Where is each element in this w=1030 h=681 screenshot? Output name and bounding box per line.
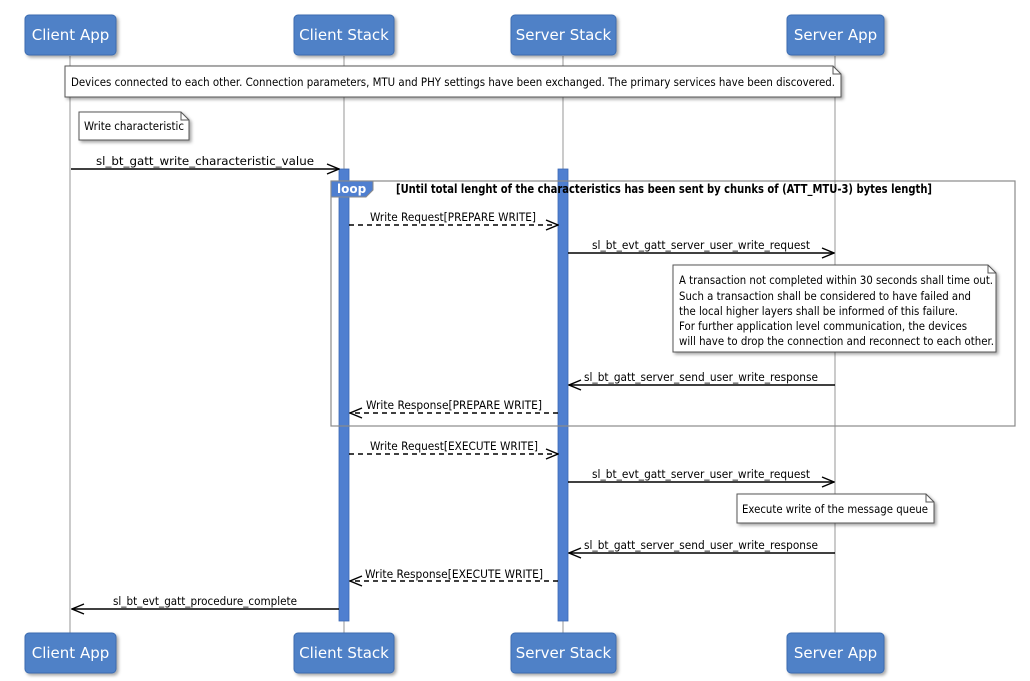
loop-condition: [Until total lenght of the characteristi…: [396, 182, 932, 197]
message-write-response-prepare: Write Response[PREPARE WRITE]: [350, 398, 558, 413]
participant-server-app-top: Server App: [786, 14, 885, 56]
message-user-write-request-2: sl_bt_evt_gatt_server_user_write_request: [568, 467, 834, 482]
message-label: Write Request[EXECUTE WRITE]: [370, 439, 538, 453]
loop-keyword: loop: [337, 182, 367, 196]
note-write-characteristic-text: Write characteristic: [84, 119, 184, 133]
note-execute-queue-text: Execute write of the message queue: [742, 502, 928, 516]
participant-client-stack-bottom: Client Stack: [293, 632, 395, 674]
message-label: sl_bt_gatt_server_send_user_write_respon…: [584, 538, 818, 552]
note-connected: Devices connected to each other. Connect…: [64, 65, 842, 98]
participant-label: Client App: [32, 644, 110, 662]
note-timeout-line: the local higher layers shall be informe…: [679, 304, 958, 318]
message-label: sl_bt_gatt_write_characteristic_value: [96, 154, 314, 168]
message-write-characteristic-value: sl_bt_gatt_write_characteristic_value: [71, 154, 339, 169]
participant-label: Server App: [794, 26, 877, 44]
note-timeout-line: Such a transaction shall be considered t…: [679, 289, 971, 303]
note-timeout-line: A transaction not completed within 30 se…: [679, 273, 993, 287]
message-label: Write Response[EXECUTE WRITE]: [365, 567, 543, 581]
message-label: sl_bt_evt_gatt_server_user_write_request: [592, 467, 810, 481]
note-timeout-line: For further application level communicat…: [679, 319, 967, 333]
participant-label: Client Stack: [299, 26, 389, 44]
message-send-user-write-response-2: sl_bt_gatt_server_send_user_write_respon…: [569, 538, 835, 553]
note-timeout-line: will have to drop the connection and rec…: [679, 334, 994, 348]
participant-server-stack-top: Server Stack: [510, 14, 617, 56]
participant-server-stack-bottom: Server Stack: [510, 632, 617, 674]
message-procedure-complete: sl_bt_evt_gatt_procedure_complete: [72, 594, 339, 609]
note-execute-queue: Execute write of the message queue: [736, 493, 935, 524]
message-user-write-request-1: sl_bt_evt_gatt_server_user_write_request: [568, 238, 834, 253]
message-label: Write Response[PREPARE WRITE]: [366, 398, 542, 412]
message-label: sl_bt_evt_gatt_procedure_complete: [113, 594, 297, 608]
note-timeout: A transaction not completed within 30 se…: [672, 264, 997, 353]
message-write-request-prepare: Write Request[PREPARE WRITE]: [349, 210, 558, 225]
participant-label: Client App: [32, 26, 110, 44]
activation-client-stack: [338, 168, 350, 622]
participant-client-app-bottom: Client App: [24, 632, 117, 674]
note-write-characteristic: Write characteristic: [78, 111, 190, 141]
participant-label: Server App: [794, 644, 877, 662]
note-connected-text: Devices connected to each other. Connect…: [71, 75, 835, 89]
participant-client-stack-top: Client Stack: [293, 14, 395, 56]
message-send-user-write-response-1: sl_bt_gatt_server_send_user_write_respon…: [569, 370, 835, 385]
participant-label: Server Stack: [516, 644, 612, 662]
message-label: sl_bt_evt_gatt_server_user_write_request: [592, 238, 810, 252]
loop-frame: loop [Until total lenght of the characte…: [330, 180, 1016, 427]
participant-client-app-top: Client App: [24, 14, 117, 56]
participant-label: Server Stack: [516, 26, 612, 44]
message-label: Write Request[PREPARE WRITE]: [370, 210, 536, 224]
participant-server-app-bottom: Server App: [786, 632, 885, 674]
message-label: sl_bt_gatt_server_send_user_write_respon…: [584, 370, 818, 384]
message-write-response-execute: Write Response[EXECUTE WRITE]: [350, 567, 558, 581]
message-write-request-execute: Write Request[EXECUTE WRITE]: [349, 439, 558, 454]
participant-label: Client Stack: [299, 644, 389, 662]
activation-server-stack: [557, 168, 569, 622]
